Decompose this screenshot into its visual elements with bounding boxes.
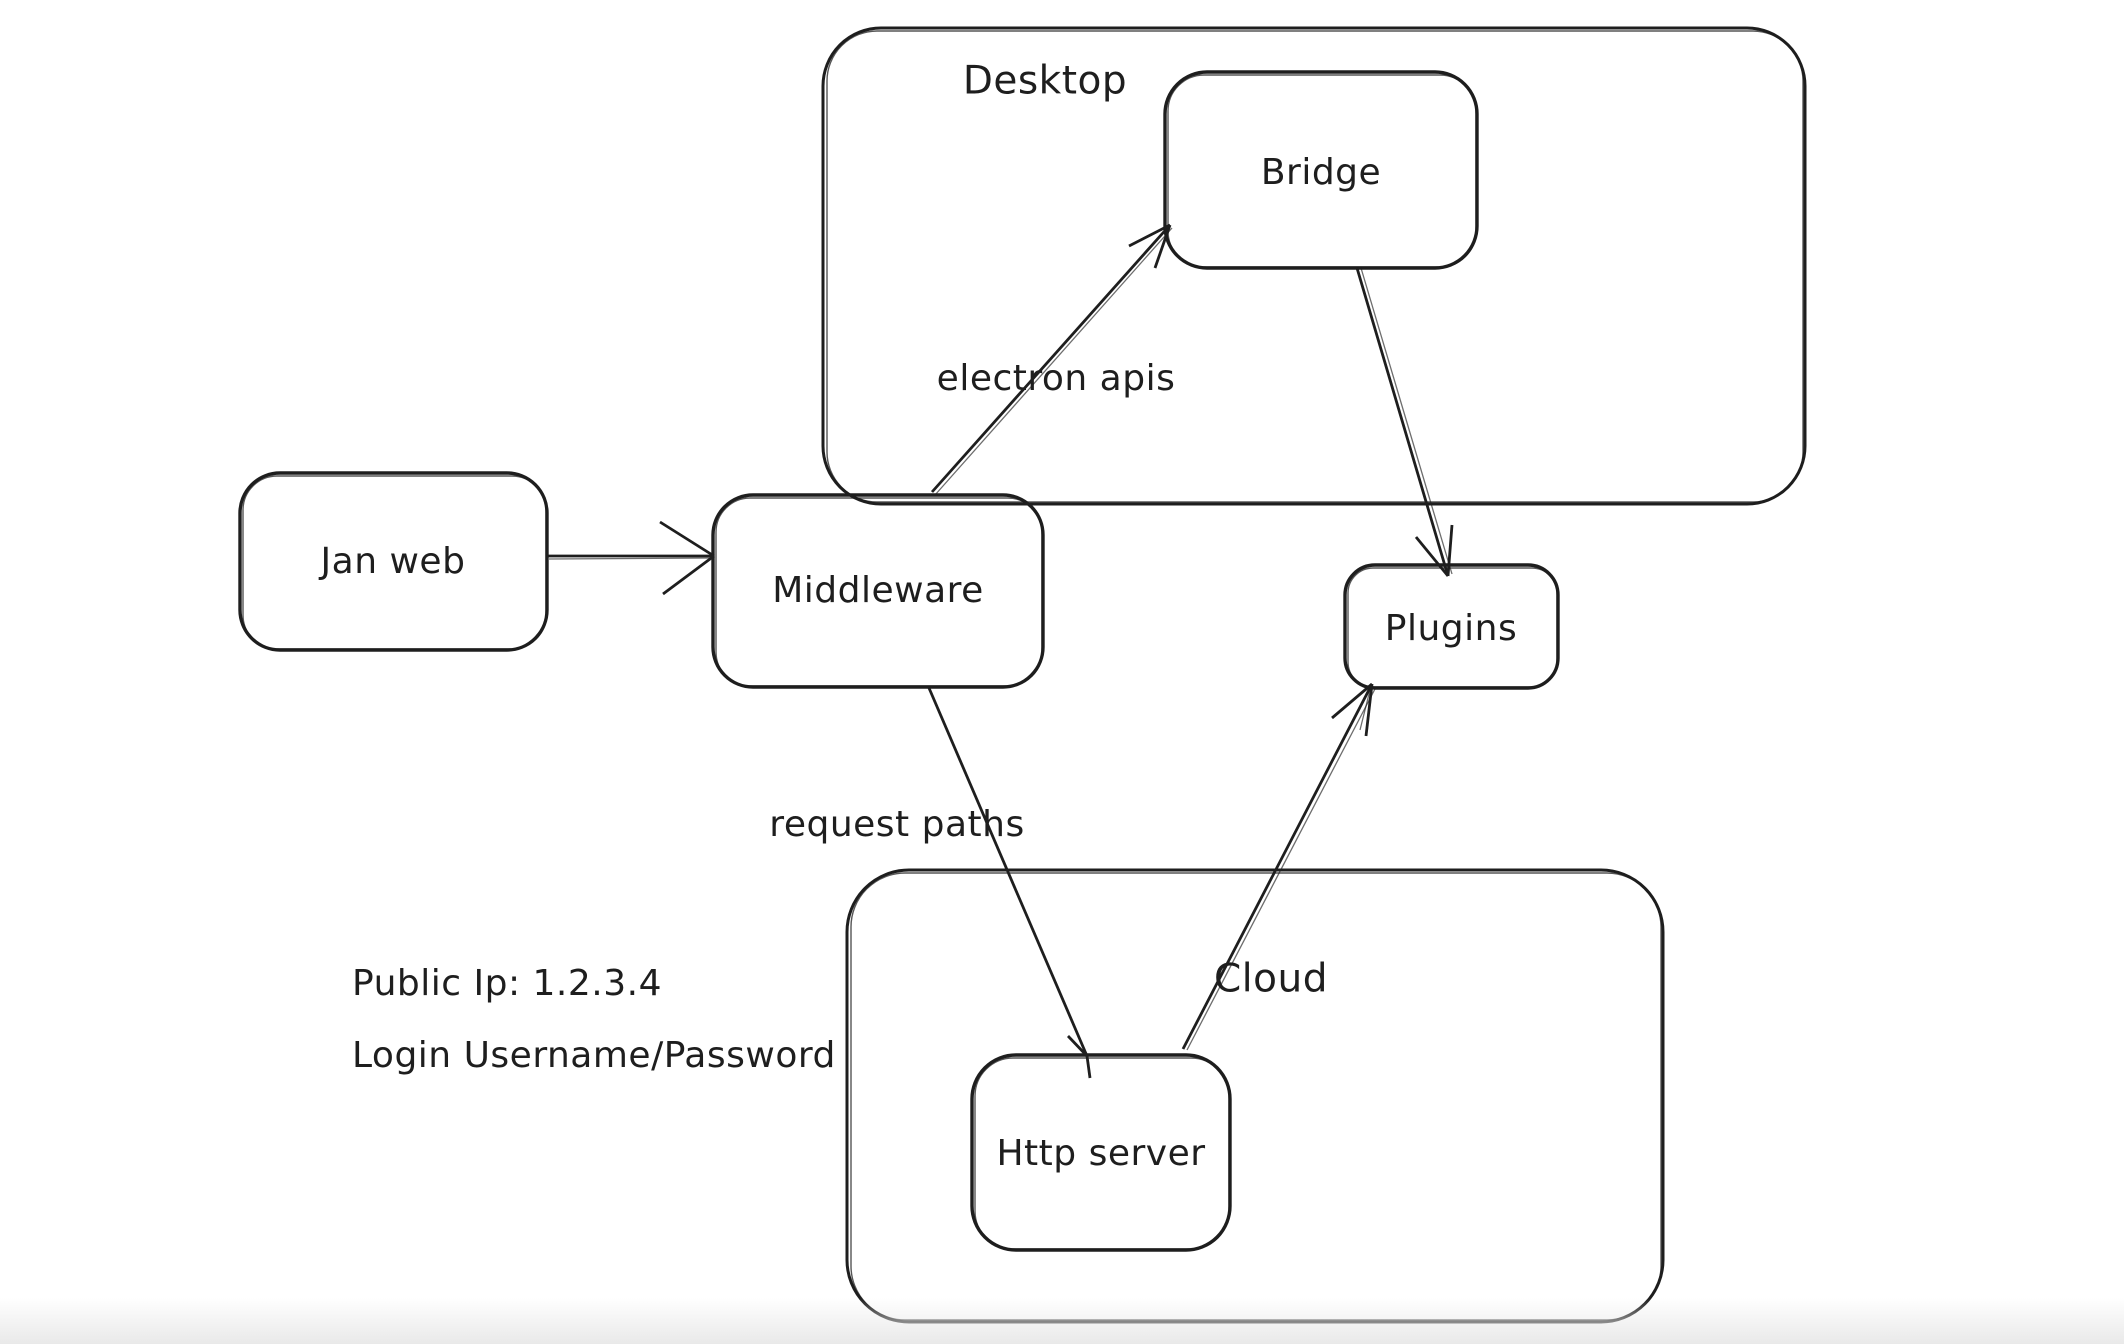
arrow-http-server-to-plugins[interactable] — [1181, 682, 1377, 1051]
annotation-line-public-ip: Public Ip: 1.2.3.4 — [352, 963, 662, 1004]
jan-web-node-label: Jan web — [320, 541, 466, 583]
node-http-server[interactable] — [970, 1053, 1232, 1252]
middleware-node-label: Middleware — [772, 570, 984, 612]
node-plugins[interactable] — [1343, 563, 1560, 690]
bottom-fade-strip — [0, 1298, 2124, 1344]
bridge-node-label: Bridge — [1260, 152, 1382, 194]
edge-label-request-paths: request paths — [769, 804, 1025, 846]
arrow-bridge-to-plugins[interactable] — [1355, 267, 1454, 577]
arrow-jan-web-to-middleware[interactable] — [547, 520, 715, 596]
edge-label-electron-apis: electron apis — [936, 358, 1176, 400]
container-desktop[interactable] — [821, 26, 1807, 506]
node-jan-web[interactable] — [238, 471, 549, 652]
public-ip-annotation: Public Ip: 1.2.3.4 Login Username/Passwo… — [352, 948, 836, 1092]
arrow-middleware-to-bridge[interactable] — [930, 223, 1173, 496]
desktop-container-label: Desktop — [962, 58, 1128, 104]
arrow-middleware-to-http-server[interactable] — [927, 687, 1092, 1079]
http-server-node-label: Http server — [996, 1133, 1206, 1175]
plugins-node-label: Plugins — [1384, 608, 1518, 650]
annotation-line-login: Login Username/Password — [352, 1035, 836, 1076]
node-bridge[interactable] — [1163, 70, 1479, 270]
node-middleware[interactable] — [711, 493, 1045, 689]
container-cloud[interactable] — [845, 868, 1665, 1324]
cloud-container-label: Cloud — [1214, 956, 1328, 1002]
